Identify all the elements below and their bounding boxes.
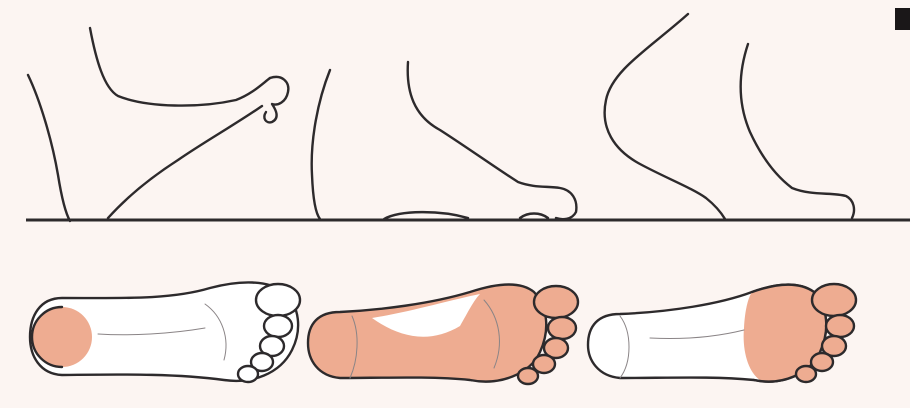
sole-tiptoe	[30, 282, 300, 382]
side-view-flat-foot	[312, 62, 577, 219]
side-view-tiptoe	[28, 28, 288, 221]
side-view-heel-raised	[605, 14, 854, 219]
sole-flat-foot	[308, 285, 578, 385]
sole-heel-raised	[588, 284, 856, 382]
corner-mark	[895, 8, 910, 30]
